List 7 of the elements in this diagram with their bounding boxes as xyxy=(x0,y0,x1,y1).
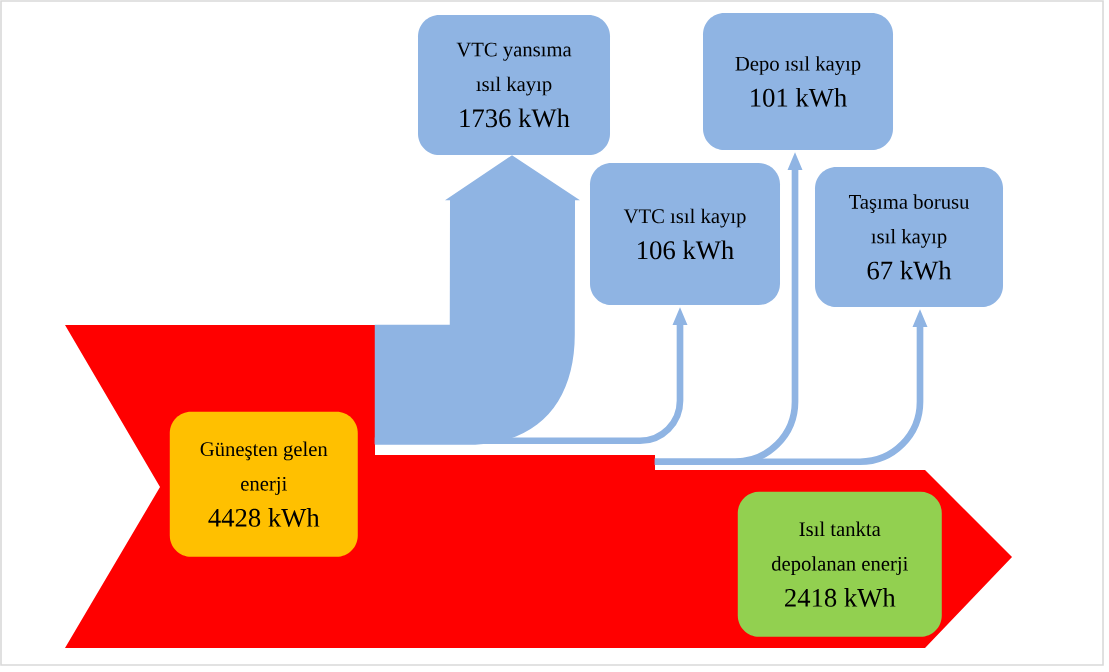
loss-box: VTC ısıl kayıp 106 kWh xyxy=(590,163,780,305)
flow-arrow xyxy=(374,155,580,445)
source-box: Güneşten gelen enerji 4428 kWh xyxy=(169,411,358,557)
loss-box: Depo ısıl kayıp 101 kWh xyxy=(703,12,893,151)
loss-box: Taşıma borusu ısıl kayıp 67 kWh xyxy=(815,167,1003,307)
storage-box: Isıl tankta depolanan enerji 2418 kWh xyxy=(737,491,942,637)
loss-box: VTC yansıma ısıl kayıp 1736 kWh xyxy=(418,15,610,155)
